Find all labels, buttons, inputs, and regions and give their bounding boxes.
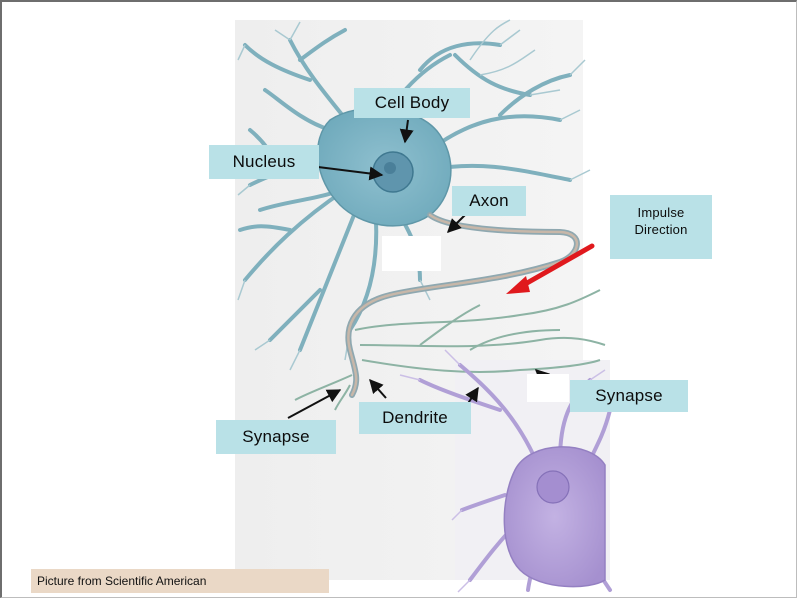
lower-cell-body — [504, 447, 605, 587]
label-synapse-right: Synapse — [570, 380, 688, 412]
label-impulse-direction: Impulse Direction — [610, 195, 712, 259]
white-patch-center — [382, 236, 441, 271]
lower-nucleus-shape — [537, 471, 569, 503]
label-cell-body: Cell Body — [354, 88, 470, 118]
picture-credit-caption: Picture from Scientific American — [31, 569, 329, 593]
nucleolus-shape — [384, 162, 396, 174]
label-nucleus: Nucleus — [209, 145, 319, 179]
label-axon: Axon — [452, 186, 526, 216]
label-dendrite: Dendrite — [359, 402, 471, 434]
white-patch-right — [527, 374, 569, 402]
label-synapse-left: Synapse — [216, 420, 336, 454]
